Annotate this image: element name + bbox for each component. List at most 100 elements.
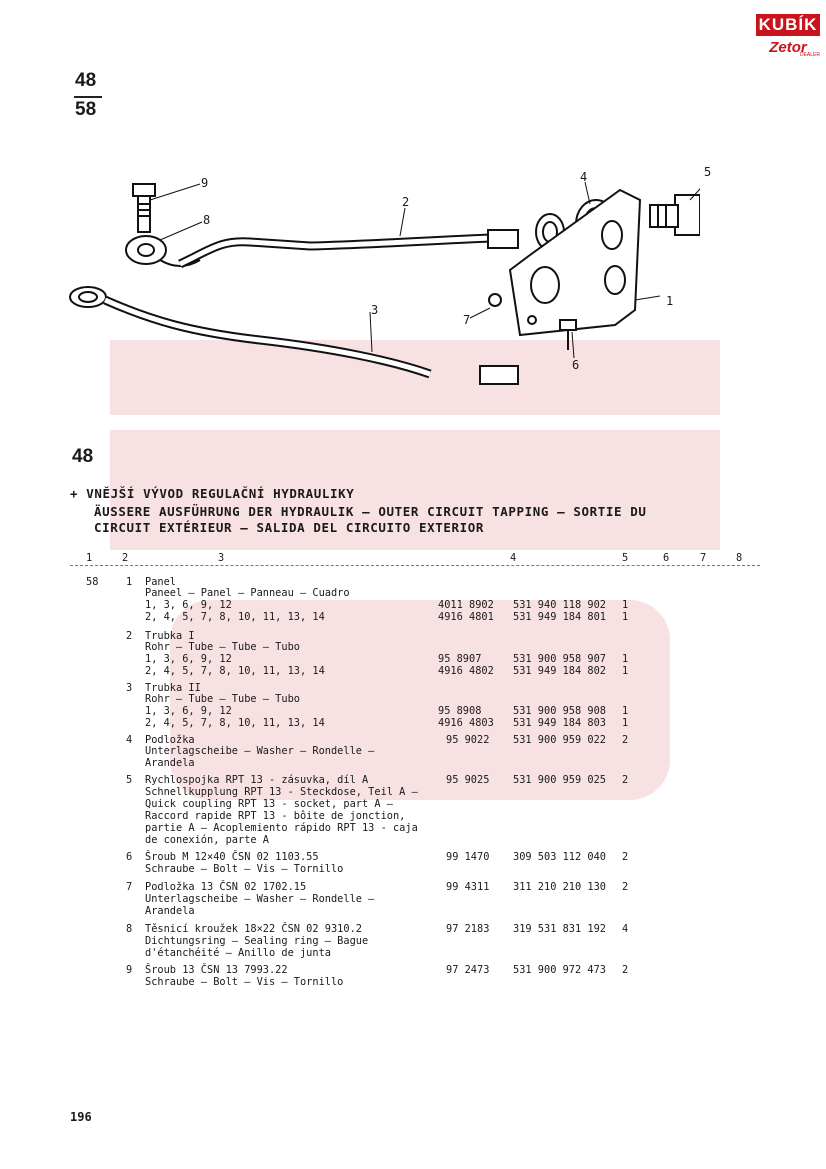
item-part-number: 531 900 959 022 bbox=[513, 734, 606, 746]
logo-dealer: DEALER bbox=[799, 52, 820, 58]
item-qty: 2 bbox=[622, 734, 629, 746]
item-code: 4916 4803 bbox=[438, 717, 494, 729]
item-code: 97 2183 bbox=[446, 923, 490, 935]
item-part-number: 309 503 112 040 bbox=[513, 851, 606, 863]
item-qty: 1 bbox=[622, 653, 629, 665]
item-qty: 1 bbox=[622, 717, 629, 729]
item-part-number: 531 900 972 473 bbox=[513, 964, 606, 976]
item-line: 1, 3, 6, 9, 12 bbox=[145, 599, 232, 611]
item-name: Těsnicí kroužek 18×22 ČSN 02 9310.2 bbox=[145, 923, 362, 935]
item-qty: 1 bbox=[622, 611, 629, 623]
item-code: 99 1470 bbox=[446, 851, 490, 863]
exploded-diagram bbox=[69, 181, 700, 385]
col-header-7: 7 bbox=[700, 552, 707, 564]
col-header-5: 5 bbox=[622, 552, 629, 564]
item-line: Raccord rapide RPT 13 - bôite de jonctio… bbox=[145, 810, 406, 822]
dealer-logo: KUBÍK Zetor DEALER bbox=[756, 14, 820, 66]
figure-ref: 58 bbox=[86, 576, 99, 588]
item-qty: 2 bbox=[622, 851, 629, 863]
page-ref-top: 48 bbox=[75, 70, 97, 91]
item-qty: 1 bbox=[622, 599, 629, 611]
col-header-1: 1 bbox=[86, 552, 93, 564]
item-part-number: 531 949 184 802 bbox=[513, 665, 606, 677]
col-header-3: 3 bbox=[218, 552, 225, 564]
item-line: Schnellkupplung RPT 13 - Steckdose, Teil… bbox=[145, 786, 418, 798]
panel-1-drawing bbox=[508, 188, 642, 337]
item-line: 1, 3, 6, 9, 12 bbox=[145, 705, 232, 717]
bolt-6-drawing bbox=[488, 293, 577, 350]
item-pos: 3 bbox=[126, 682, 133, 694]
page-ref-bottom: 58 bbox=[75, 99, 97, 120]
item-part-number: 531 900 958 908 bbox=[513, 705, 606, 717]
item-part-number: 531 900 958 907 bbox=[513, 653, 606, 665]
item-qty: 2 bbox=[622, 881, 629, 893]
item-code: 95 8907 bbox=[438, 653, 482, 665]
item-qty: 2 bbox=[622, 774, 629, 786]
tube-3-drawing bbox=[69, 286, 519, 385]
item-line: Schraube — Bolt — Vis — Tornillo bbox=[145, 976, 344, 988]
header-rule bbox=[70, 565, 760, 566]
item-line: Arandela bbox=[145, 905, 195, 917]
item-line: 2, 4, 5, 7, 8, 10, 11, 13, 14 bbox=[145, 717, 325, 729]
item-name: Šroub 13 ČSN 13 7993.22 bbox=[145, 964, 288, 976]
item-part-number: 531 900 959 025 bbox=[513, 774, 606, 786]
item-part-number: 311 210 210 130 bbox=[513, 881, 606, 893]
item-name: Rychlospojka RPT 13 - zásuvka, díl A bbox=[145, 774, 369, 786]
item-line: de conexión, parte A bbox=[145, 834, 269, 846]
item-pos: 2 bbox=[126, 630, 133, 642]
col-header-4: 4 bbox=[510, 552, 517, 564]
item-code: 97 2473 bbox=[446, 964, 490, 976]
item-code: 95 9022 bbox=[446, 734, 490, 746]
item-pos: 8 bbox=[126, 923, 133, 935]
item-qty: 1 bbox=[622, 705, 629, 717]
item-pos: 5 bbox=[126, 774, 133, 786]
item-pos: 4 bbox=[126, 734, 133, 746]
callout-2: 2 bbox=[402, 195, 410, 209]
title-line-1: + VNĚJŠÍ VÝVOD REGULAČNÍ HYDRAULIKY bbox=[70, 486, 355, 501]
item-part-number: 531 940 118 902 bbox=[513, 599, 606, 611]
coupling-5-drawing bbox=[649, 194, 700, 236]
item-name: Trubka II bbox=[145, 682, 201, 694]
item-line: Paneel — Panel — Panneau — Cuadro bbox=[145, 587, 350, 599]
item-pos: 6 bbox=[126, 851, 133, 863]
callout-3: 3 bbox=[371, 303, 379, 317]
item-line: Quick coupling RPT 13 - socket, part A — bbox=[145, 798, 393, 810]
col-header-6: 6 bbox=[663, 552, 670, 564]
item-line: 1, 3, 6, 9, 12 bbox=[145, 653, 232, 665]
item-line: Unterlagscheibe — Washer — Rondelle — bbox=[145, 745, 375, 757]
logo-sub: Zetor bbox=[769, 39, 807, 56]
item-part-number: 531 949 184 801 bbox=[513, 611, 606, 623]
item-name: Panel bbox=[145, 576, 176, 588]
item-line: partie A — Acoplemiento rápido RPT 13 - … bbox=[145, 822, 418, 834]
callout-7: 7 bbox=[463, 313, 471, 327]
callout-4: 4 bbox=[580, 170, 588, 184]
item-line: 2, 4, 5, 7, 8, 10, 11, 13, 14 bbox=[145, 665, 325, 677]
item-name: Podložka 13 ČSN 02 1702.15 bbox=[145, 881, 307, 893]
item-pos: 1 bbox=[126, 576, 133, 588]
item-part-number: 319 531 831 192 bbox=[513, 923, 606, 935]
item-line: Rohr — Tube — Tube — Tubo bbox=[145, 641, 300, 653]
page-number: 196 bbox=[70, 1110, 92, 1124]
item-pos: 7 bbox=[126, 881, 133, 893]
banjo-8-drawing bbox=[125, 235, 201, 267]
callout-8: 8 bbox=[203, 213, 211, 227]
logo-brand: KUBÍK bbox=[756, 14, 820, 36]
item-name: Šroub M 12×40 ČSN 02 1103.55 bbox=[145, 851, 319, 863]
item-pos: 9 bbox=[126, 964, 133, 976]
watermark-logo bbox=[110, 340, 720, 800]
item-line: Dichtungsring — Sealing ring — Bague bbox=[145, 935, 369, 947]
item-code: 4916 4802 bbox=[438, 665, 494, 677]
item-line: 2, 4, 5, 7, 8, 10, 11, 13, 14 bbox=[145, 611, 325, 623]
title-line-2: ÄUSSERE AUSFÜHRUNG DER HYDRAULIK — OUTER… bbox=[94, 504, 647, 519]
callout-1: 1 bbox=[666, 294, 674, 308]
item-code: 99 4311 bbox=[446, 881, 490, 893]
title-line-3: CIRCUIT EXTÉRIEUR — SALIDA DEL CIRCUITO … bbox=[94, 520, 485, 535]
page-ref-divider bbox=[74, 96, 102, 98]
item-name: Podložka bbox=[145, 734, 195, 746]
item-line: Unterlagscheibe — Washer — Rondelle — bbox=[145, 893, 375, 905]
item-qty: 1 bbox=[622, 665, 629, 677]
col-header-2: 2 bbox=[122, 552, 129, 564]
tube-2-drawing bbox=[178, 229, 519, 269]
item-code: 4916 4801 bbox=[438, 611, 494, 623]
item-qty: 4 bbox=[622, 923, 629, 935]
